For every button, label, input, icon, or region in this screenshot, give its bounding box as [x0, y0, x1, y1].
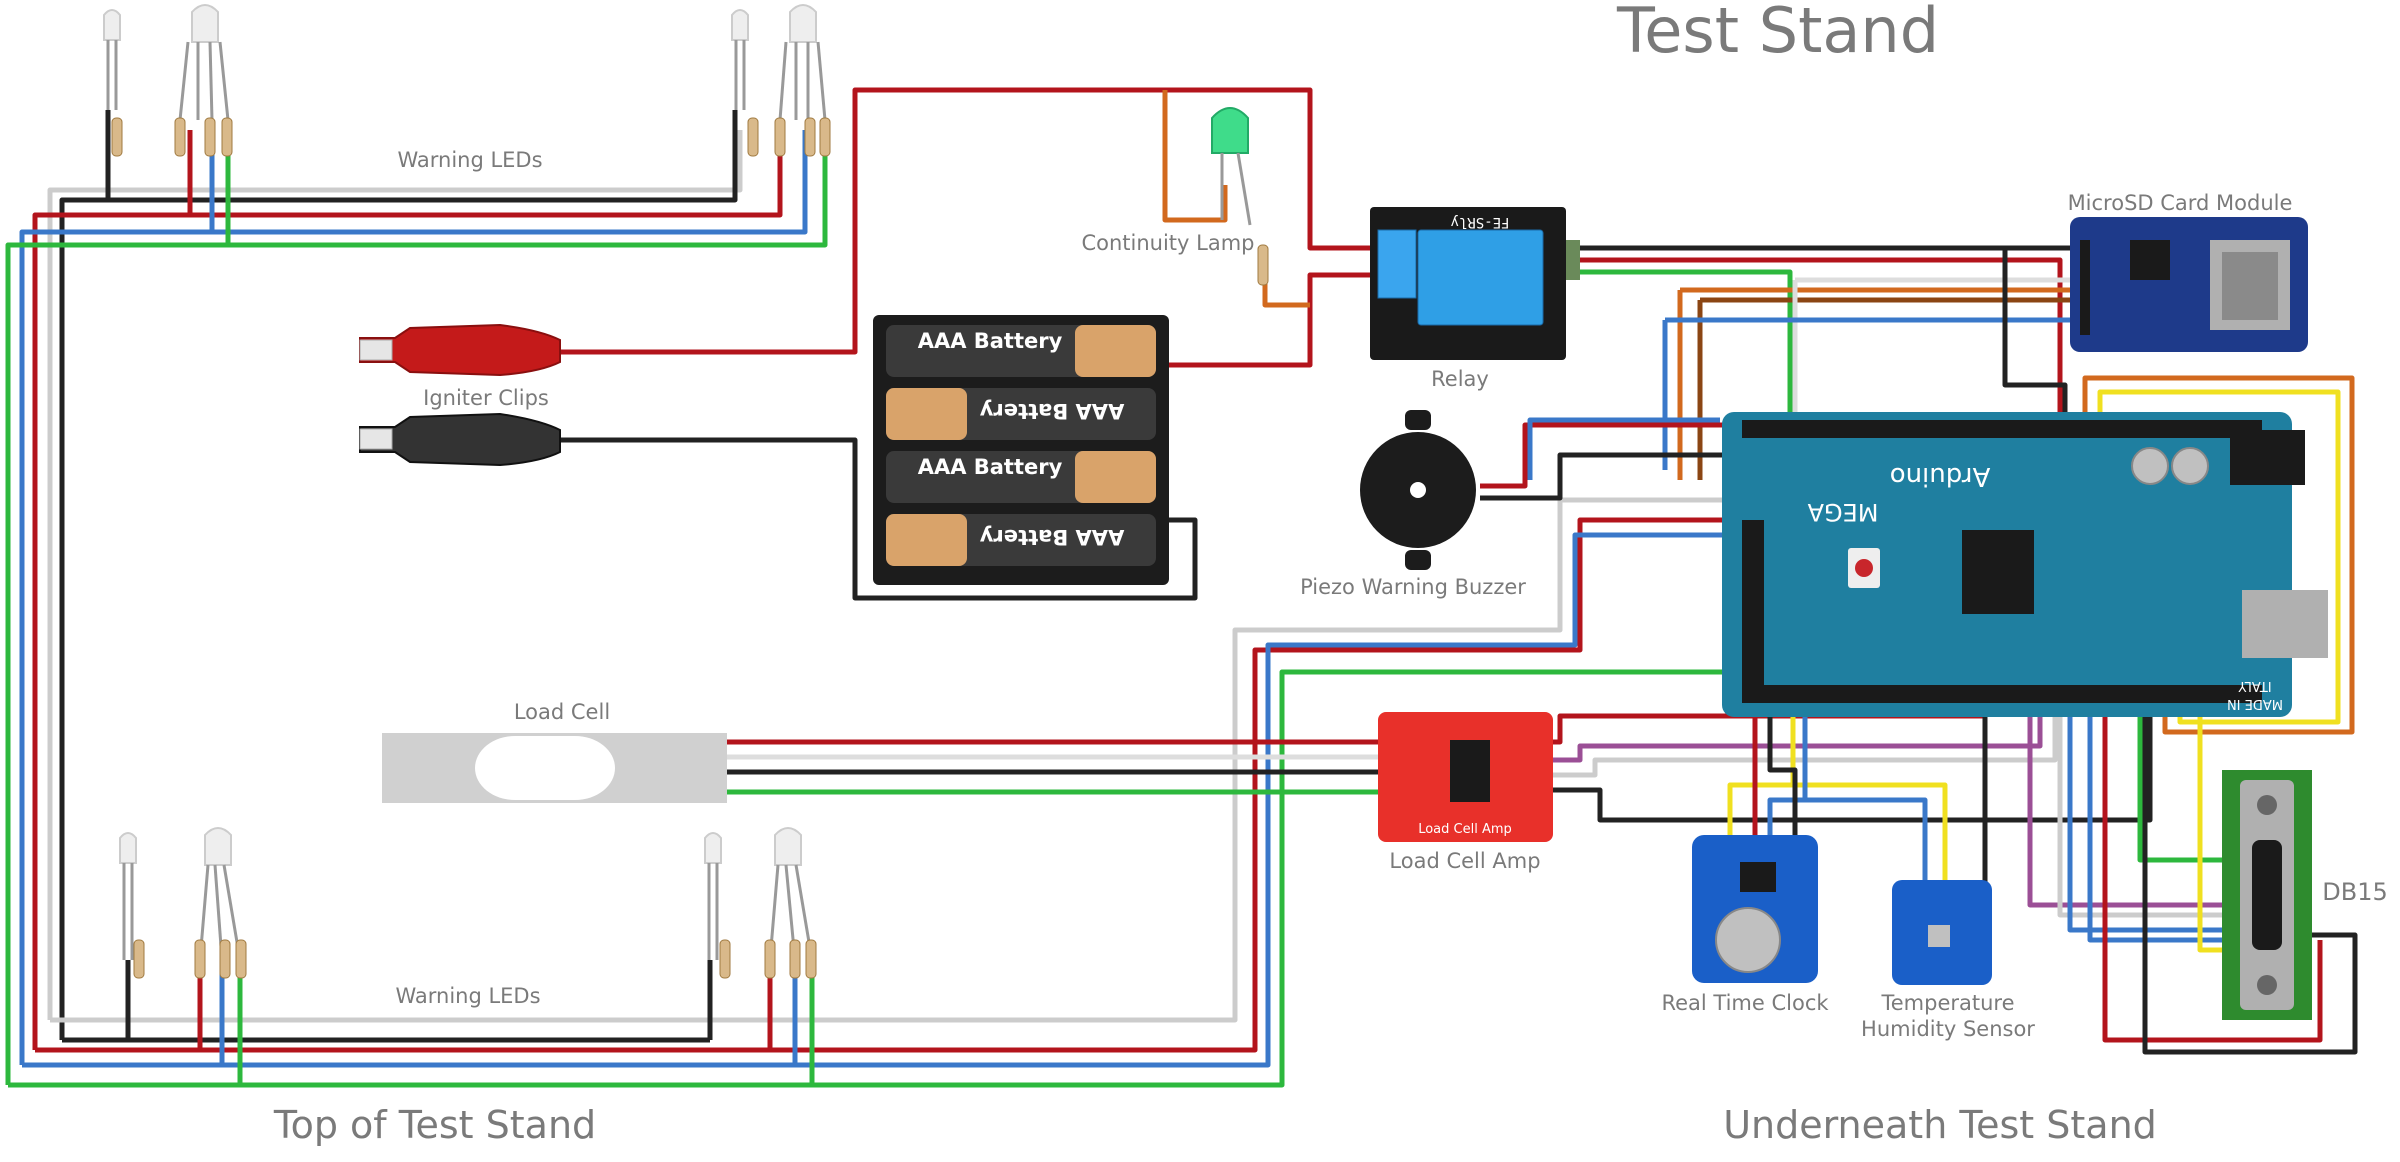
wire-black-bottom-bus	[62, 960, 713, 1043]
wire-black-rtc	[1767, 705, 1988, 900]
led-rgb-bottom-left	[204, 827, 232, 866]
continuity-lamp-label: Continuity Lamp	[1081, 231, 1254, 255]
led-rgb-top-left	[178, 4, 230, 121]
relay-marking: FE-SRly	[1450, 214, 1509, 230]
wire-white-top-bus	[47, 130, 743, 1020]
warning-leds-bottom	[119, 827, 817, 979]
load-cell-amp: Load Cell Amp	[1378, 712, 1553, 842]
wire-blue-buzzer	[1527, 417, 1720, 480]
wire-red-igniter	[560, 87, 1395, 355]
wire-orange-lamp	[1162, 90, 1228, 223]
arduino-model: MEGA	[1807, 498, 1878, 526]
wire-blue-db15-2	[2087, 700, 2225, 943]
warning-leds-bottom-label: Warning LEDs	[395, 984, 540, 1008]
wire-purple-db15	[2027, 700, 2225, 908]
load-cell-amp-label: Load Cell Amp	[1389, 849, 1540, 873]
section-top-label: Top of Test Stand	[273, 1103, 596, 1147]
continuity-lamp-led	[1211, 107, 1269, 286]
led-white-bottom-left	[119, 832, 137, 864]
wire-red-relay	[1575, 257, 2063, 420]
led-white-top-left	[103, 9, 121, 110]
microsd-label: MicroSD Card Module	[2068, 191, 2293, 215]
battery-cell-3	[886, 451, 1156, 503]
diagram-title: Test Stand	[1616, 0, 1939, 67]
led-white-top-right	[731, 9, 749, 110]
wire-black-igniter	[560, 437, 1198, 601]
db15-connector	[2222, 770, 2312, 1020]
battery-label-2: AAA Battery	[979, 399, 1124, 423]
section-underneath-label: Underneath Test Stand	[1723, 1103, 2157, 1147]
wire-white-bottom-bus	[50, 497, 1740, 1023]
led-rgb-top-right	[778, 4, 827, 121]
battery-cell-1	[886, 325, 1156, 377]
wire-blue-top-bus	[19, 130, 808, 1065]
wire-blue-sd	[1662, 317, 2080, 470]
relay-block	[1417, 229, 1544, 326]
wire-purple-amp	[1545, 700, 2043, 763]
temp-sensor-label-2: Humidity Sensor	[1861, 1017, 2035, 1041]
arduino-mega: Arduino MEGA MADE IN ITALY	[1722, 412, 2328, 717]
piezo-buzzer-label: Piezo Warning Buzzer	[1300, 575, 1526, 599]
wire-white-db15	[2057, 700, 2225, 918]
battery-label-1: AAA Battery	[918, 329, 1063, 353]
db15-label: DB15	[2322, 878, 2387, 906]
wire-yellow-rtc	[1727, 705, 1948, 900]
wire-red-top-bus	[32, 130, 783, 1050]
battery-label-3: AAA Battery	[918, 455, 1063, 479]
piezo-buzzer	[1360, 410, 1476, 570]
wire-yellow-db15-2	[2197, 700, 2225, 953]
wire-white-amp	[1545, 700, 2058, 778]
igniter-clips	[359, 323, 561, 467]
warning-leds-top	[103, 4, 831, 157]
wire-red-db15-loop	[2102, 700, 2323, 1043]
warning-leds-top-label: Warning LEDs	[397, 148, 542, 172]
load-cell-label: Load Cell	[514, 700, 610, 724]
wire-black-amp	[1545, 700, 2153, 823]
battery-cell-4	[886, 514, 1156, 566]
battery-pack: AAA Battery AAA Battery AAA Battery AAA …	[873, 315, 1169, 585]
igniter-clips-label: Igniter Clips	[423, 386, 549, 410]
wire-black-sd-gnd	[2002, 248, 2068, 420]
wire-orange-db15	[2082, 375, 2355, 735]
wire-orange-lamp-2	[1262, 250, 1310, 308]
load-cell	[382, 733, 727, 803]
arduino-brand: Arduino	[1890, 461, 1991, 491]
led-white-bottom-right	[704, 832, 722, 864]
arduino-made-in-1: MADE IN	[2227, 696, 2283, 711]
temperature-humidity-sensor	[1892, 880, 1992, 985]
temp-sensor-label-1: Temperature	[1880, 991, 2014, 1015]
relay-label: Relay	[1431, 367, 1489, 391]
led-rgb-bottom-right	[774, 827, 802, 866]
relay-module: FE-SRly	[1370, 207, 1580, 360]
battery-label-4: AAA Battery	[979, 525, 1124, 549]
microsd-module	[2070, 217, 2308, 352]
rtc-label: Real Time Clock	[1661, 991, 1829, 1015]
battery-cell-2	[886, 388, 1156, 440]
wire-red-battery	[1165, 272, 1395, 368]
arduino-made-in-2: ITALY	[2238, 678, 2271, 693]
load-cell-amp-marking: Load Cell Amp	[1418, 822, 1512, 837]
wire-blue-rtc	[1767, 705, 1928, 900]
wire-brown-sd	[1697, 297, 2080, 480]
wire-red-buzzer	[1480, 422, 1730, 489]
wire-yellow-db15	[2097, 389, 2341, 725]
wires	[5, 87, 2358, 1088]
wire-blue-db15	[2067, 700, 2225, 933]
igniter-clip-red	[359, 323, 561, 377]
wire-green-db15	[2137, 700, 2225, 863]
resistors-top	[111, 117, 831, 157]
wire-black-buzzer	[1480, 452, 1745, 501]
wire-black-db15-loop	[2142, 700, 2358, 1055]
real-time-clock	[1692, 835, 1818, 983]
igniter-clip-black	[359, 412, 561, 467]
wire-black-top-bus	[59, 110, 738, 1040]
relay-terminal-block	[1377, 229, 1417, 299]
